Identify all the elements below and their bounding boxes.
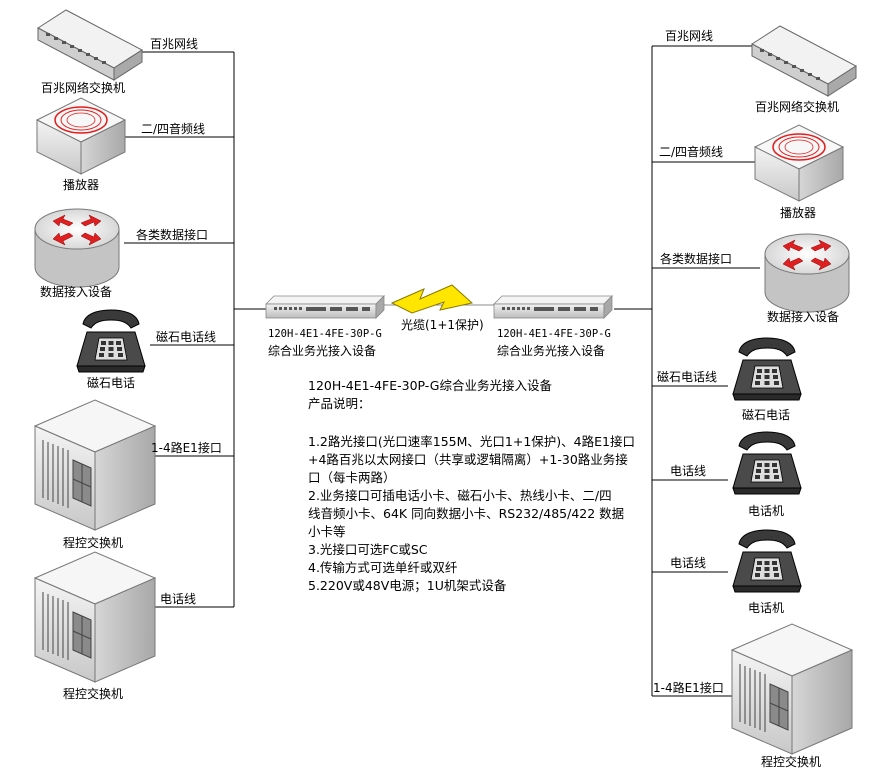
right-mux-model: 120H-4E1-4FE-30P-G [497,328,611,340]
lightning-bolt-icon [390,284,474,314]
left-line-phone-label: 磁石电话线 [156,330,217,344]
description-line: 口（每卡两路） [308,470,396,485]
right-line-switch-label: 百兆网线 [665,29,714,43]
left-player-icon [36,97,126,175]
description-line: 3.光接口可选FC或SC [308,542,428,557]
left-line-player-label: 二/四音频线 [141,122,206,136]
left-line-pbx-1-label: 1-4路E1接口 [151,441,222,455]
left-mux-name: 综合业务光接入设备 [268,344,377,358]
right-phone-3-label: 电话机 [747,601,785,615]
right-line-phone-3-label: 电话线 [670,556,707,570]
left-switch-label: 百兆网络交换机 [40,81,126,95]
right-router-label: 数据接入设备 [766,310,840,324]
left-router-label: 数据接入设备 [39,285,113,299]
right-player-label: 播放器 [779,206,817,220]
description-line: +4路百兆以太网接口（共享或逻辑隔离）+1-30路业务接 [308,452,628,467]
right-telephone-2-icon [732,431,802,495]
left-pbx-1-icon [34,399,156,531]
right-line-player-label: 二/四音频线 [659,145,724,159]
product-description: 120H-4E1-4FE-30P-G综合业务光接入设备 产品说明： 1.2路光接… [308,377,653,595]
description-title: 120H-4E1-4FE-30P-G综合业务光接入设备 [308,378,552,393]
left-line-router-label: 各类数据接口 [136,228,209,242]
right-telephone-3-icon [732,529,802,593]
left-switch-icon [37,9,143,81]
right-router-icon [764,233,850,313]
description-line: 2.业务接口可插电话小卡、磁石小卡、热线小卡、二/四 [308,488,612,503]
description-line: 线音频小卡、64K 同向数据小卡、RS232/485/422 数据 [308,506,625,521]
right-pbx-icon [731,623,853,755]
right-player-icon [754,124,844,202]
description-line: 1.2路光接口(光口速率155M、光口1+1保护)、4路E1接口 [308,434,635,449]
left-mux-model: 120H-4E1-4FE-30P-G [268,328,382,340]
right-line-pbx-label: 1-4路E1接口 [653,681,724,695]
right-line-phone-1-label: 磁石电话线 [657,370,718,384]
left-pbx-1-label: 程控交换机 [62,536,124,550]
description-line: 4.传输方式可选单纤或双纤 [308,560,458,575]
description-line: 小卡等 [308,524,346,539]
description-subtitle: 产品说明： [308,396,371,411]
left-router-icon [34,208,120,288]
description-line: 5.220V或48V电源；1U机架式设备 [308,578,507,593]
left-pbx-2-label: 程控交换机 [62,687,124,701]
right-phone-1-label: 磁石电话 [741,408,791,422]
right-line-phone-2-label: 电话线 [670,464,707,478]
right-switch-icon [751,25,857,97]
right-switch-label: 百兆网络交换机 [754,100,840,114]
left-phone-label: 磁石电话 [86,376,136,390]
left-pbx-2-icon [34,551,156,683]
right-phone-2-label: 电话机 [747,504,785,518]
right-telephone-1-icon [732,337,802,401]
right-optical-mux-icon [493,295,613,319]
left-optical-mux-icon [265,295,385,319]
right-line-router-label: 各类数据接口 [660,252,733,266]
connection-lines [124,45,760,697]
fiber-link-label: 光缆(1+1保护) [401,318,484,332]
left-line-switch-label: 百兆网线 [150,37,199,51]
left-line-pbx-2-label: 电话线 [160,592,197,606]
right-pbx-label: 程控交换机 [760,755,822,769]
left-telephone-icon [76,309,146,373]
left-player-label: 播放器 [62,178,100,192]
right-mux-name: 综合业务光接入设备 [497,344,606,358]
